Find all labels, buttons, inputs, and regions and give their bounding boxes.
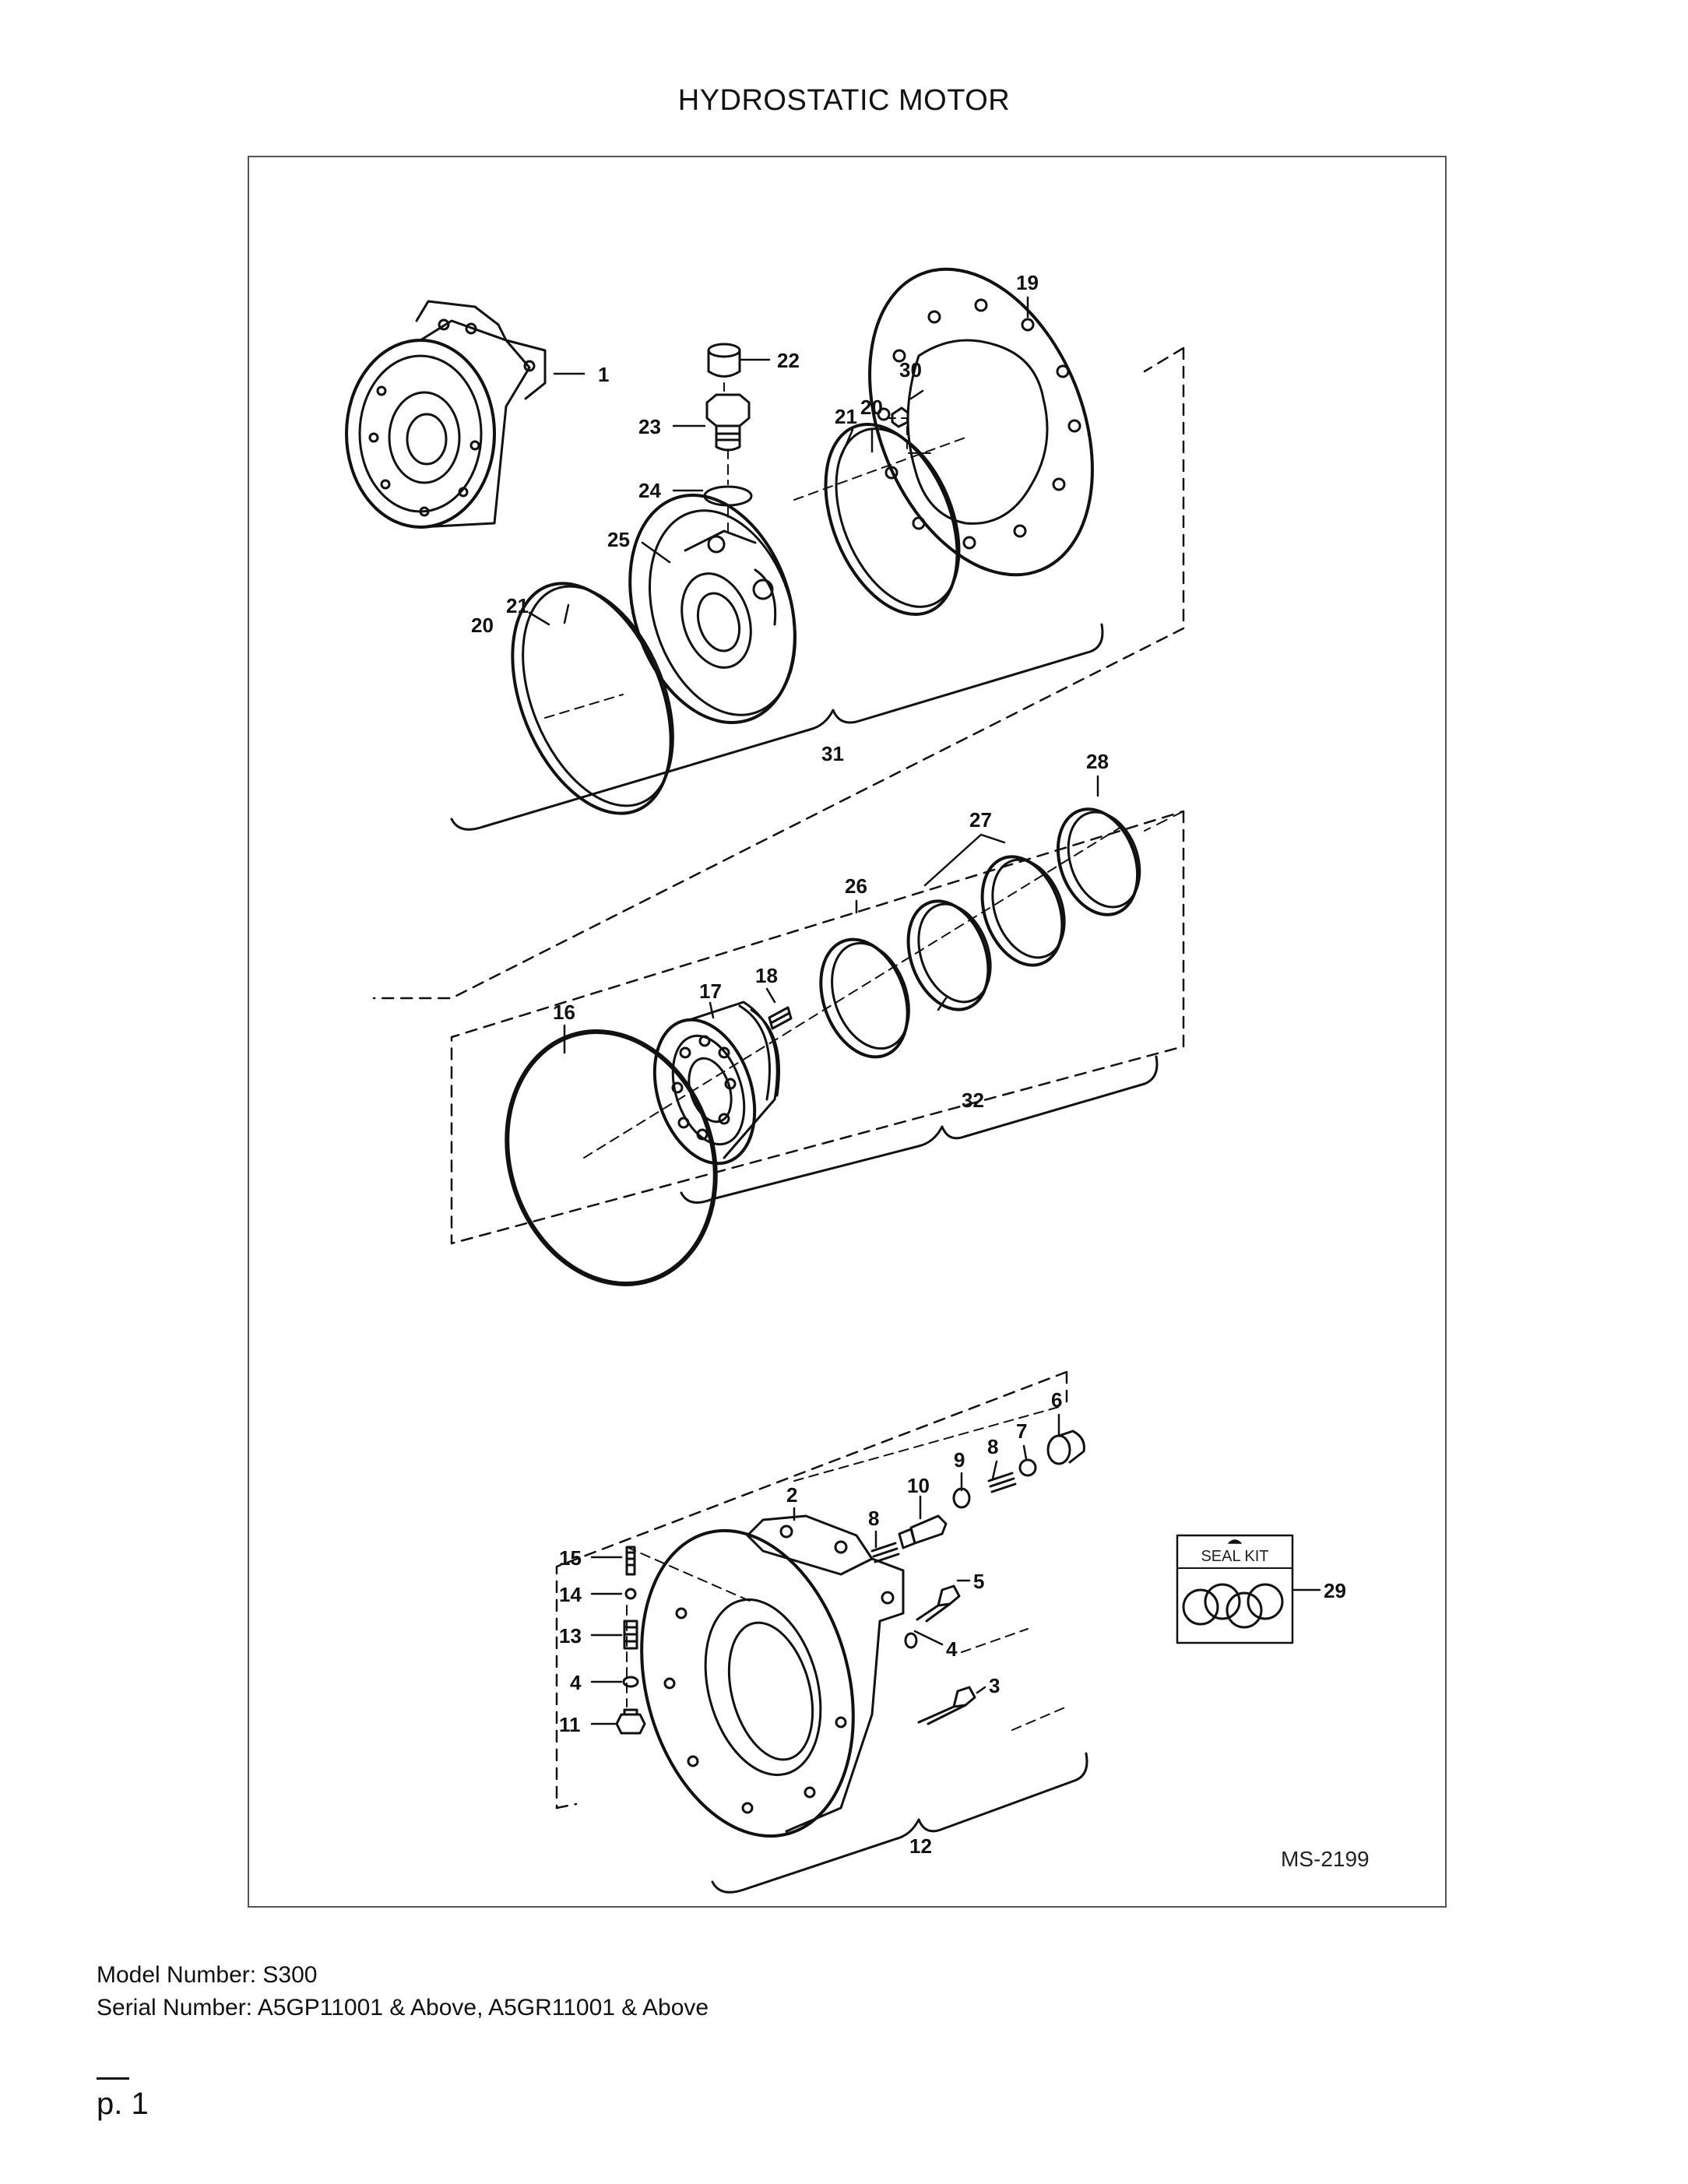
page-number: p. 1 bbox=[97, 2087, 149, 2121]
callout-4-right: 4 bbox=[946, 1637, 958, 1661]
callout-29: 29 bbox=[1324, 1579, 1346, 1602]
part-26-ring bbox=[819, 937, 910, 1059]
callout-2: 2 bbox=[786, 1483, 797, 1507]
model-number: Model Number: S300 bbox=[97, 1962, 318, 1988]
part-17-cylinder-block bbox=[652, 1001, 780, 1166]
part-20-21-seal-rings-upper bbox=[824, 423, 961, 616]
callout-1: 1 bbox=[598, 363, 609, 386]
callout-19: 19 bbox=[1016, 271, 1039, 294]
serial-number: Serial Number: A5GP11001 & Above, A5GR11… bbox=[97, 1995, 709, 2020]
group-outline-upper bbox=[372, 346, 1185, 1000]
callout-10: 10 bbox=[907, 1474, 930, 1497]
callout-30: 30 bbox=[899, 358, 922, 382]
exploded-view-drawing: SEAL KIT 1 22 23 24 25 30 21 20 19 21 20… bbox=[345, 267, 1370, 1894]
group-outline-lower bbox=[555, 1370, 1068, 1809]
callout-26: 26 bbox=[845, 874, 867, 898]
part-23-fitting bbox=[705, 393, 751, 452]
part-18-set-screw bbox=[768, 1006, 793, 1030]
callout-31: 31 bbox=[821, 742, 844, 765]
part-22-cap bbox=[707, 343, 741, 378]
assembly-31-bracket bbox=[450, 623, 1104, 831]
callout-14: 14 bbox=[559, 1583, 582, 1606]
callout-8-upper: 8 bbox=[987, 1435, 998, 1458]
callout-16: 16 bbox=[553, 1001, 575, 1024]
part-7-o-ring bbox=[1018, 1458, 1037, 1477]
assembly-12-bracket bbox=[711, 1752, 1088, 1894]
part-10-poppet bbox=[898, 1514, 948, 1549]
part-15-check-valve bbox=[625, 1546, 636, 1576]
callout-21-upper: 21 bbox=[835, 405, 857, 428]
part-4-o-ring-left bbox=[622, 1676, 639, 1688]
callout-23: 23 bbox=[638, 415, 661, 438]
callout-7: 7 bbox=[1016, 1419, 1027, 1443]
drawing-number: MS-2199 bbox=[1281, 1847, 1370, 1871]
part-16-o-ring bbox=[505, 1029, 718, 1286]
callout-27: 27 bbox=[969, 808, 992, 832]
part-28-ring bbox=[1056, 807, 1141, 916]
callout-21-lower: 21 bbox=[506, 594, 529, 617]
part-6-plug bbox=[1046, 1430, 1085, 1465]
part-8-spring-upper bbox=[987, 1472, 1017, 1493]
exploded-diagram: SEAL KIT 1 22 23 24 25 30 21 20 19 21 20… bbox=[248, 156, 1447, 1908]
part-24-o-ring bbox=[703, 485, 753, 507]
callout-9: 9 bbox=[954, 1448, 965, 1472]
callout-4-left: 4 bbox=[570, 1671, 582, 1694]
part-1-motor-housing bbox=[345, 300, 547, 529]
group-outline-middle bbox=[450, 810, 1185, 1245]
callout-22: 22 bbox=[777, 349, 800, 372]
part-25-valve-body bbox=[628, 494, 797, 724]
callout-3: 3 bbox=[989, 1674, 1000, 1697]
part-20-21-seal-rings-lower bbox=[511, 582, 674, 815]
callout-6: 6 bbox=[1051, 1388, 1062, 1412]
part-2-end-housing bbox=[640, 1514, 905, 1838]
callout-11: 11 bbox=[559, 1713, 581, 1736]
callout-32: 32 bbox=[962, 1088, 984, 1112]
assembly-32-bracket bbox=[680, 1055, 1159, 1204]
callout-5: 5 bbox=[973, 1570, 984, 1593]
part-9-washer bbox=[952, 1487, 971, 1509]
part-11-plug bbox=[615, 1708, 646, 1735]
callout-17: 17 bbox=[699, 979, 722, 1003]
part-5-bolt bbox=[916, 1584, 961, 1623]
callout-24: 24 bbox=[638, 479, 661, 502]
seal-kit-box bbox=[1176, 1534, 1294, 1644]
callout-25: 25 bbox=[607, 528, 630, 551]
page-rule bbox=[97, 2077, 129, 2080]
part-27-rings bbox=[906, 855, 1066, 1011]
part-3-bolt bbox=[917, 1686, 976, 1725]
part-4-o-ring-right bbox=[904, 1632, 918, 1649]
leader-lines bbox=[528, 296, 1321, 1725]
callout-12: 12 bbox=[909, 1834, 932, 1858]
callout-18: 18 bbox=[755, 964, 778, 987]
part-14-ball bbox=[624, 1588, 637, 1600]
seal-kit-label: SEAL KIT bbox=[1201, 1548, 1268, 1565]
callout-15: 15 bbox=[559, 1546, 582, 1570]
callout-13: 13 bbox=[559, 1624, 582, 1648]
callout-20-upper: 20 bbox=[860, 396, 883, 419]
part-19-plate bbox=[868, 267, 1094, 577]
callout-8-lower: 8 bbox=[868, 1507, 879, 1530]
part-13-spring bbox=[623, 1620, 638, 1650]
callout-28: 28 bbox=[1086, 750, 1109, 773]
callout-20-lower: 20 bbox=[471, 614, 494, 637]
page-title: HYDROSTATIC MOTOR bbox=[677, 84, 1011, 117]
